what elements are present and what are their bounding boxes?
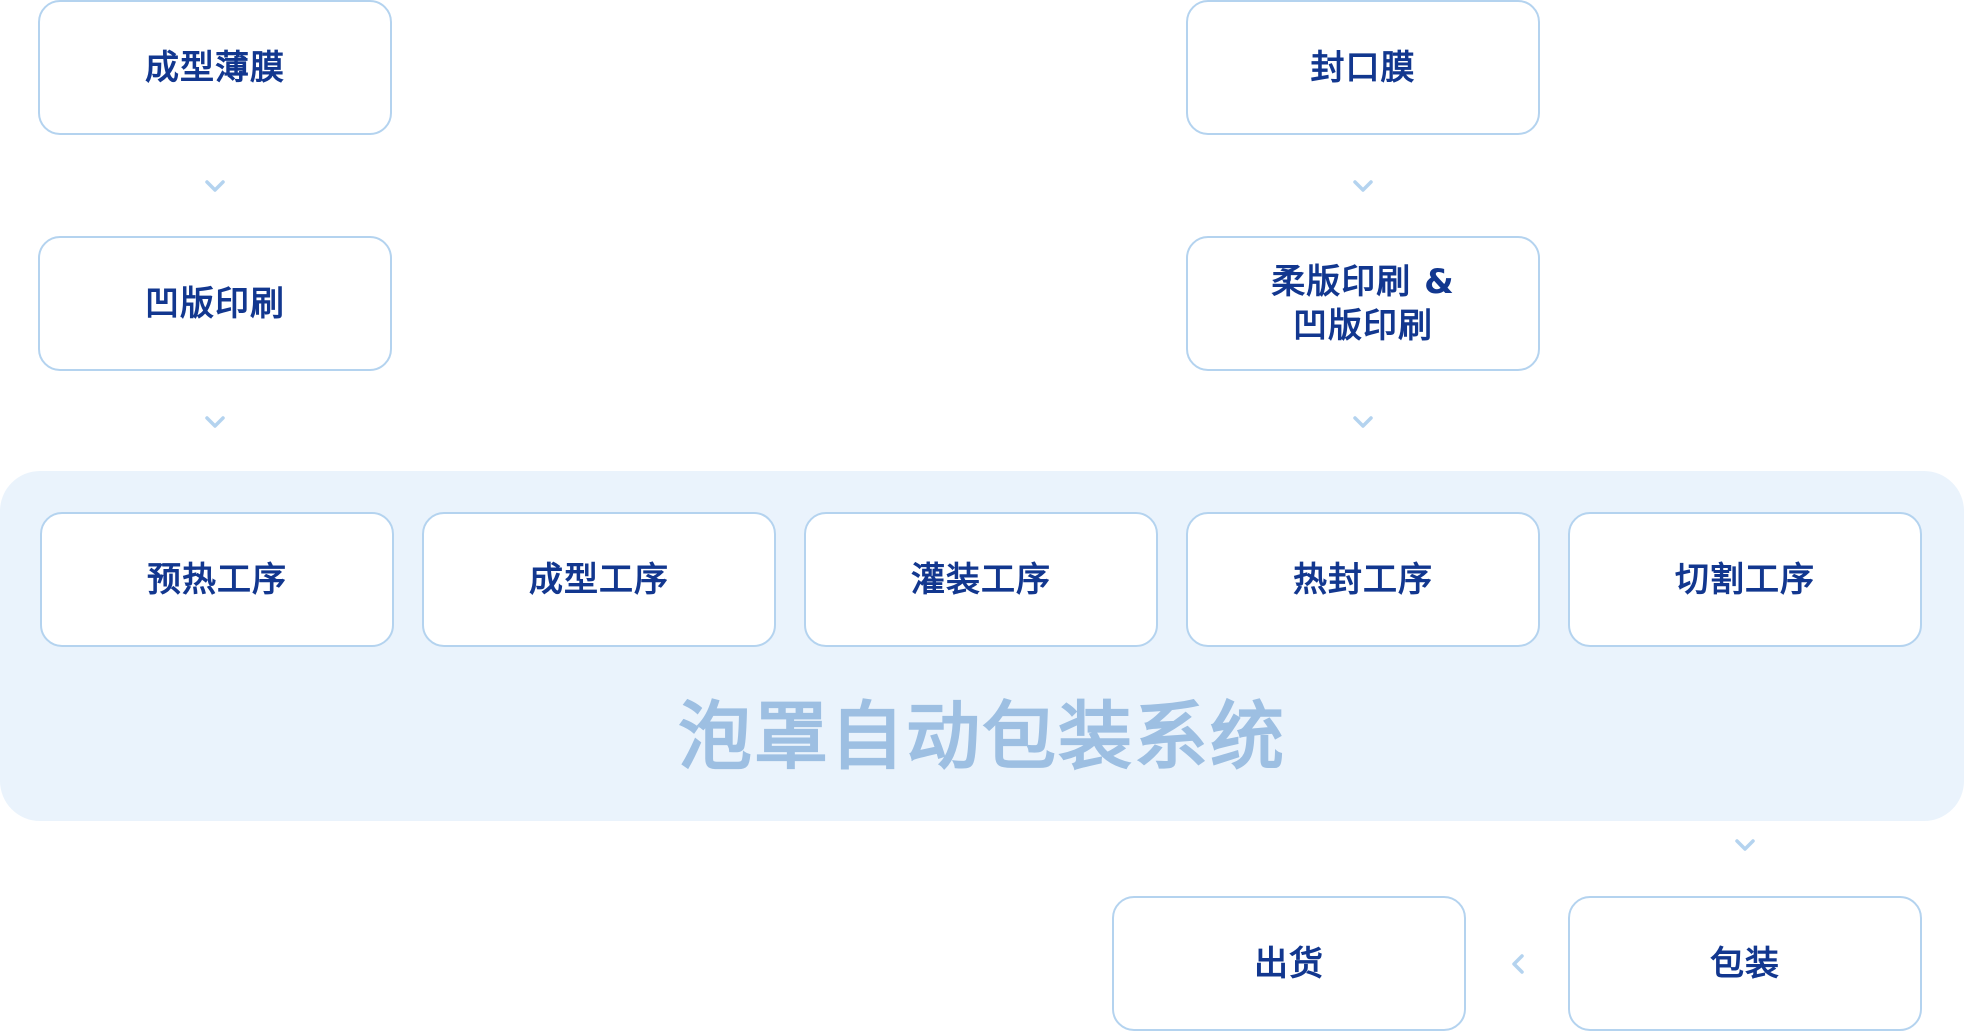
step-filling: 灌装工序 <box>804 512 1158 647</box>
system-title: 泡罩自动包装系统 <box>678 694 1286 780</box>
step-preheat: 预热工序 <box>40 512 394 647</box>
arrow-down-icon <box>1350 173 1376 199</box>
step-cutting: 切割工序 <box>1568 512 1922 647</box>
node-forming-film: 成型薄膜 <box>38 0 392 135</box>
node-shipping: 出货 <box>1112 896 1466 1031</box>
arrow-down-icon <box>202 409 228 435</box>
step-heat-sealing: 热封工序 <box>1186 512 1540 647</box>
step-forming: 成型工序 <box>422 512 776 647</box>
node-gravure-printing: 凹版印刷 <box>38 236 392 371</box>
arrow-down-icon <box>202 173 228 199</box>
arrow-left-icon <box>1505 951 1531 977</box>
arrow-down-icon <box>1732 832 1758 858</box>
node-packaging: 包装 <box>1568 896 1922 1031</box>
node-flexo-gravure-printing: 柔版印刷 & 凹版印刷 <box>1186 236 1540 371</box>
node-sealing-film: 封口膜 <box>1186 0 1540 135</box>
arrow-down-icon <box>1350 409 1376 435</box>
